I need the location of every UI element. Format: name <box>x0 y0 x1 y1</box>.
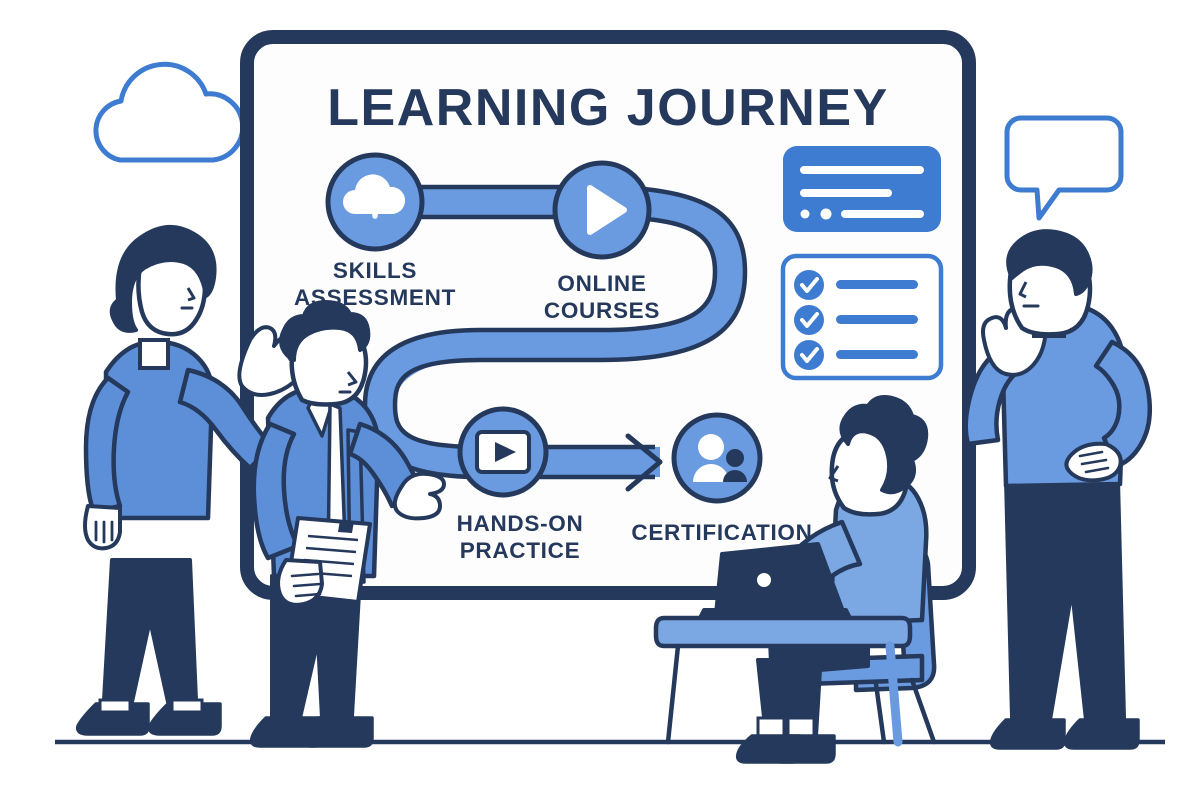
nose <box>1018 281 1028 299</box>
hand-left <box>276 558 324 607</box>
step-node-skills-assessment[interactable]: SKILLS ASSESSMENT <box>294 152 456 310</box>
step-label-line1: SKILLS <box>333 258 417 283</box>
nose <box>186 287 196 302</box>
play-circle-icon <box>587 185 627 235</box>
nose <box>828 465 840 483</box>
info-card-line <box>800 189 892 197</box>
step-node-hands-on-practice[interactable]: HANDS-ON PRACTICE <box>457 406 584 563</box>
checklist-item-line <box>836 350 918 359</box>
hair <box>1006 229 1093 296</box>
desk-leg <box>885 641 903 747</box>
board-title: LEARNING JOURNEY <box>327 79 888 137</box>
finger-lines <box>290 572 322 598</box>
sock <box>98 698 132 714</box>
checklist-item[interactable] <box>794 340 918 370</box>
hair <box>839 395 929 495</box>
checklist-item[interactable] <box>794 270 918 300</box>
shoe <box>1063 718 1140 750</box>
info-card[interactable] <box>783 146 941 232</box>
people-badge-icon <box>693 434 747 482</box>
info-card-line <box>800 166 924 174</box>
info-card-dot <box>800 209 810 219</box>
check-icon <box>794 305 824 335</box>
check-icon <box>794 340 824 370</box>
journey-path-fill <box>364 187 746 477</box>
person-woman-standing-left <box>75 225 311 736</box>
hand-left <box>83 504 122 551</box>
info-card-line <box>841 210 924 218</box>
step-label-line1: CERTIFICATION <box>631 520 812 545</box>
step-label-line2: PRACTICE <box>460 538 581 563</box>
chair-leg <box>873 681 887 745</box>
finger-lines <box>1078 450 1110 474</box>
desk-leg <box>665 643 681 745</box>
arm-left <box>251 421 301 561</box>
hand-pointing <box>392 471 446 521</box>
whiteboard: LEARNING JOURNEY <box>240 30 976 600</box>
video-play-icon <box>475 430 531 474</box>
person-man-presenter <box>249 300 446 748</box>
arrowhead-icon <box>625 433 663 492</box>
shoe <box>301 716 374 748</box>
journey-path-outline-top <box>375 184 748 450</box>
desk-top <box>653 615 913 649</box>
nose <box>346 371 358 387</box>
sock <box>786 716 816 738</box>
hair <box>109 225 217 333</box>
sock <box>756 716 786 738</box>
step-label-line1: ONLINE <box>557 271 646 296</box>
shoe <box>771 734 836 764</box>
clipboard-clip <box>338 520 354 533</box>
info-card-dot <box>820 208 832 220</box>
person-man-standing-right <box>963 229 1152 750</box>
step-label-line1: HANDS-ON <box>457 511 584 536</box>
step-node-online-courses[interactable]: ONLINE COURSES <box>544 160 660 323</box>
checklist-item[interactable] <box>794 305 918 335</box>
shoe <box>989 718 1066 750</box>
checklist-item-line <box>836 315 918 324</box>
neck <box>138 338 170 370</box>
checklist-card[interactable] <box>780 253 944 381</box>
clipboard-lines <box>301 534 359 578</box>
step-node-certification[interactable]: CERTIFICATION <box>631 412 812 545</box>
cloud-upload-icon <box>343 174 406 219</box>
step-label-line2: COURSES <box>544 298 660 323</box>
desk <box>653 542 913 747</box>
laptop-logo <box>757 573 771 587</box>
checklist-item-line <box>836 280 918 289</box>
finger-lines <box>94 520 114 544</box>
speech-bubble-icon <box>1004 115 1124 221</box>
check-icon <box>794 270 824 300</box>
sock <box>170 698 204 714</box>
hair <box>279 300 371 362</box>
chair-leg <box>909 677 937 745</box>
